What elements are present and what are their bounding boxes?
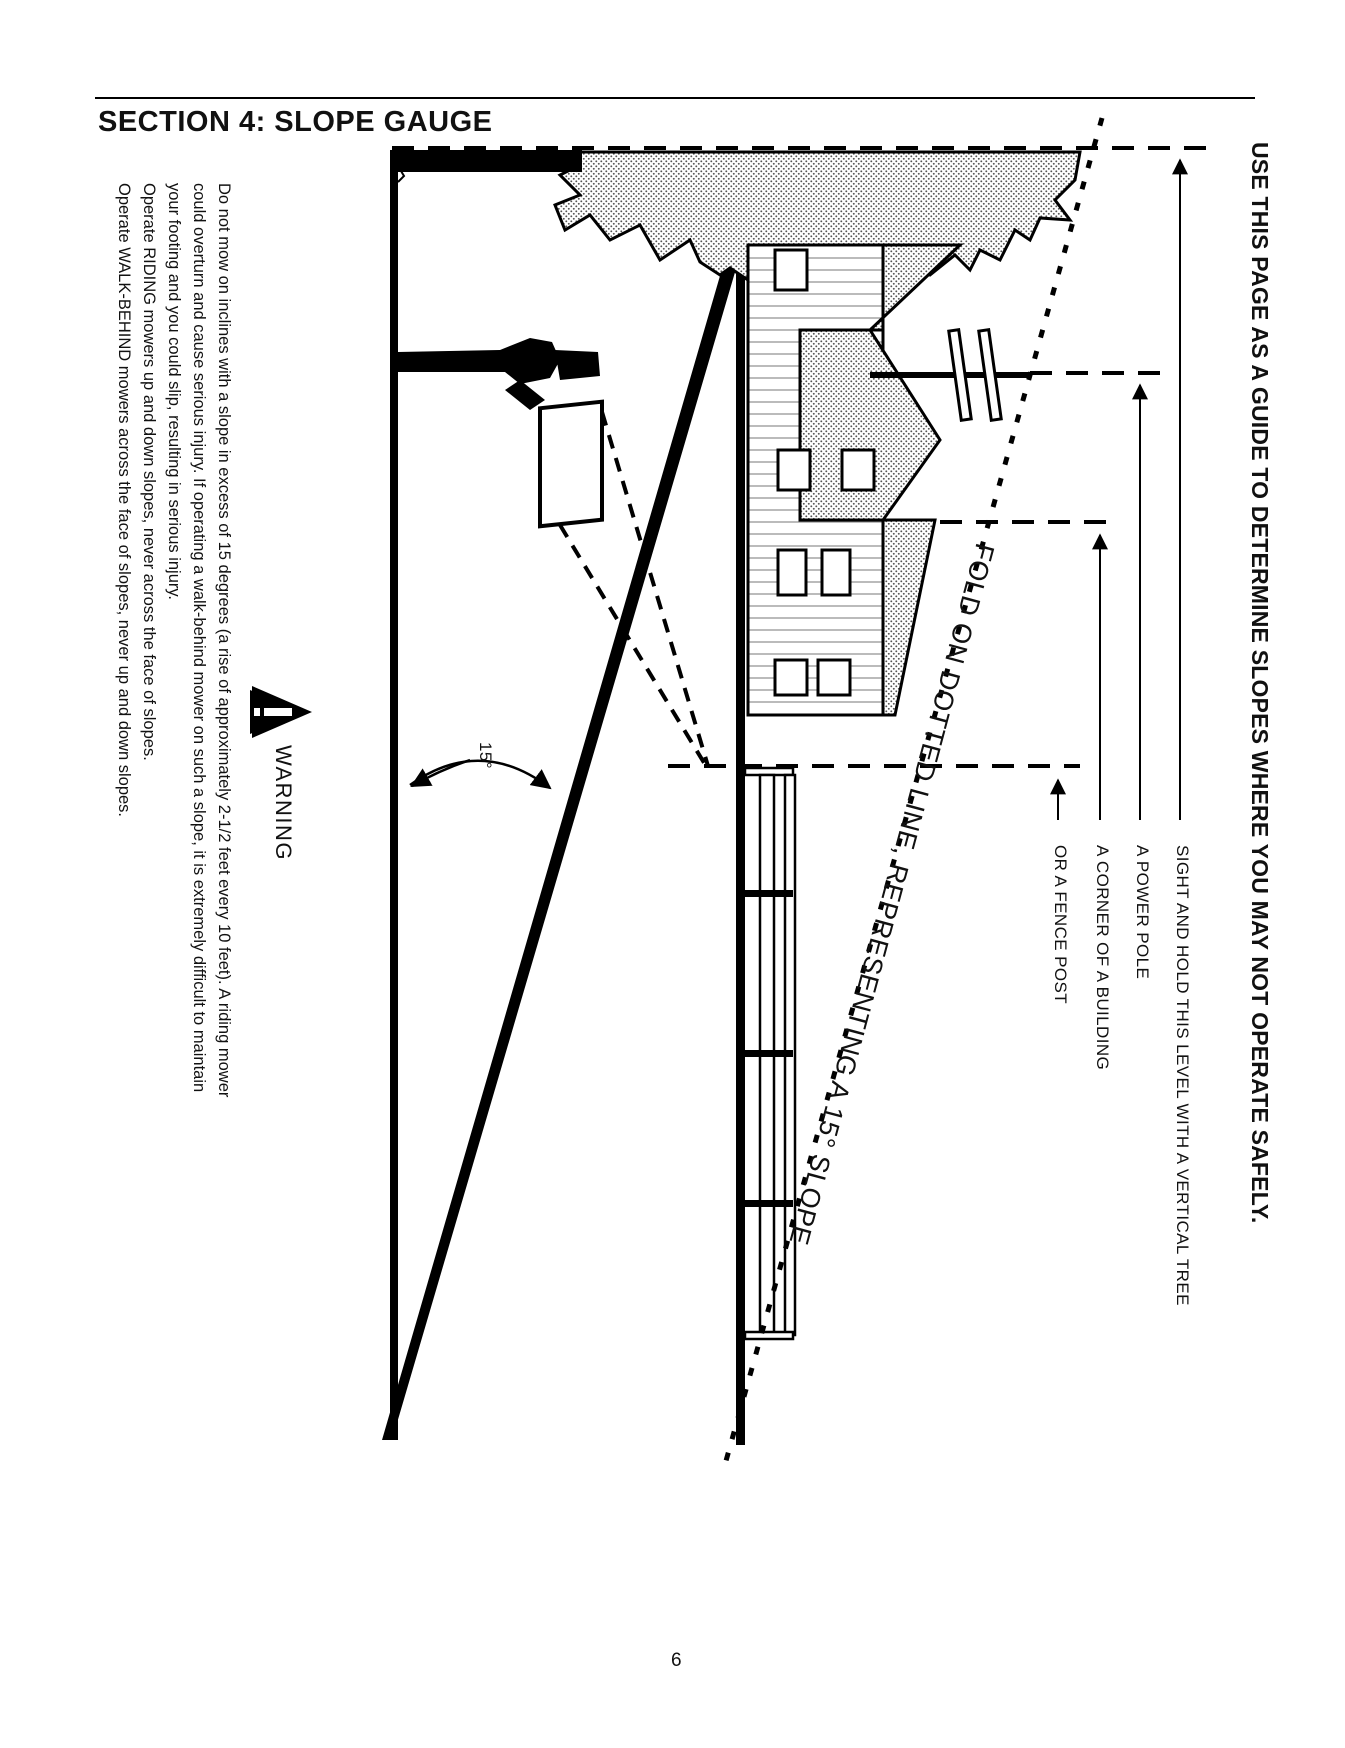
reference-label-fence-post: OR A FENCE POST — [1051, 845, 1070, 1004]
warning-title: WARNING — [271, 745, 296, 861]
fence — [745, 768, 795, 1339]
reference-label-building: A CORNER OF A BUILDING — [1093, 845, 1112, 1070]
warning-line-3: your footing and you could slip, resulti… — [165, 183, 183, 600]
house — [748, 245, 960, 715]
warning-line-1: Do not mow on inclines with a slope in e… — [215, 183, 233, 1097]
building-ground-line — [736, 245, 745, 1445]
warning-triangle-icon — [250, 686, 312, 738]
reference-arrows — [1058, 160, 1180, 820]
warning-line-2: could overturn and cause serious injury.… — [190, 183, 208, 1092]
warning-line-4: Operate RIDING mowers up and down slopes… — [140, 183, 158, 761]
main-heading: USE THIS PAGE AS A GUIDE TO DETERMINE SL… — [1247, 142, 1273, 1223]
level-ground-line — [390, 150, 405, 1440]
tree-canopy — [392, 150, 1080, 290]
reference-label-power-pole: A POWER POLE — [1133, 845, 1152, 979]
reference-label-tree: SIGHT AND HOLD THIS LEVEL WITH A VERTICA… — [1173, 845, 1192, 1306]
angle-label: 15° — [476, 742, 495, 769]
warning-line-5: Operate WALK-BEHIND mowers across the fa… — [115, 183, 133, 817]
mower-operator-figure — [398, 338, 602, 526]
page-number: 6 — [671, 1650, 682, 1672]
